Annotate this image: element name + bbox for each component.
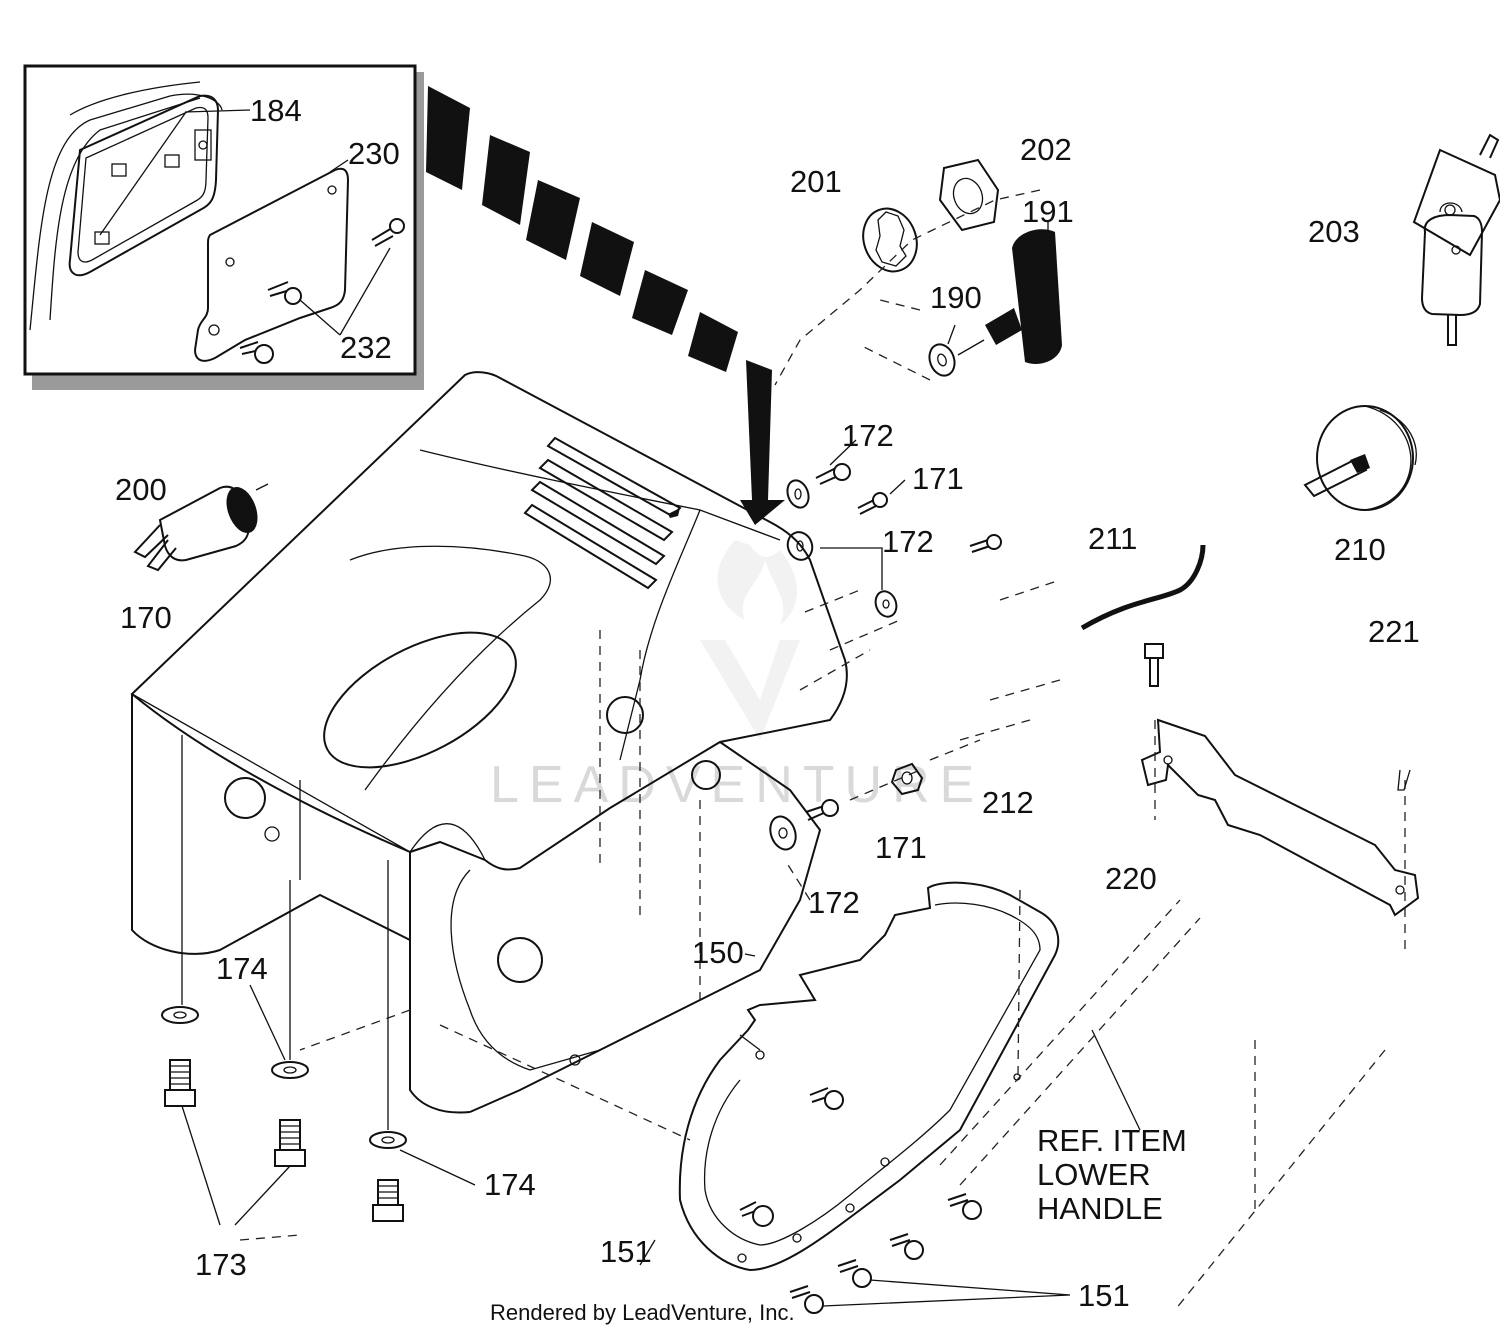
key-icon — [1412, 133, 1500, 257]
part-label-221: 221 — [1368, 614, 1420, 649]
reference-note: REF. ITEM LOWER HANDLE — [1037, 1123, 1187, 1226]
part-label-170: 170 — [120, 600, 172, 635]
bracket-220 — [1140, 718, 1420, 950]
part-label-200: 200 — [115, 472, 167, 507]
screw-icon — [789, 1285, 824, 1314]
watermark-logo — [700, 540, 800, 740]
screw-icon — [239, 341, 274, 364]
key-icon — [1420, 202, 1484, 346]
bolt-icon — [164, 1059, 196, 1107]
part-label-171-top: 171 — [912, 461, 964, 496]
screw-icon — [837, 1259, 872, 1288]
part-label-202: 202 — [1020, 132, 1072, 167]
part-label-172-mid: 172 — [882, 524, 934, 559]
screw-icon — [889, 1233, 924, 1260]
part-label-190: 190 — [930, 280, 982, 315]
bolt-icon — [372, 1179, 404, 1222]
part-label-211: 211 — [1088, 521, 1137, 556]
bolt-icon — [274, 1119, 306, 1167]
inset-panel — [23, 64, 424, 390]
part-label-212: 212 — [982, 785, 1034, 820]
lock-washer-201 — [862, 207, 918, 273]
screw-icon — [969, 534, 1002, 553]
part-label-174-left: 174 — [216, 951, 268, 986]
reference-note-line1: REF. ITEM — [1037, 1123, 1187, 1158]
switch-200 — [133, 483, 269, 572]
part-label-220: 220 — [1105, 861, 1157, 896]
part-label-201: 201 — [790, 164, 842, 199]
screw-icon — [857, 492, 888, 515]
main-housing — [130, 371, 848, 1141]
part-label-171-bottom: 171 — [875, 830, 927, 865]
screw-icon — [947, 1193, 982, 1220]
part-label-230: 230 — [348, 136, 400, 171]
screw-icon — [739, 1201, 774, 1227]
primer-210 — [1303, 405, 1417, 511]
part-label-151-left: 151 — [600, 1234, 652, 1269]
screw-icon — [371, 218, 405, 247]
washer-icon — [874, 590, 898, 618]
belt-cover-150 — [678, 881, 1060, 1272]
part-label-203: 203 — [1308, 214, 1360, 249]
part-label-184: 184 — [250, 93, 302, 128]
screw-icon — [809, 1087, 844, 1110]
part-label-191: 191 — [1022, 194, 1074, 229]
callout-arrow — [426, 86, 785, 525]
washer-icon — [786, 531, 814, 561]
part-label-210: 210 — [1334, 532, 1386, 567]
vent-slots — [523, 436, 682, 590]
washer-icon — [769, 815, 797, 851]
part-label-150: 150 — [692, 935, 744, 970]
part-label-151-right: 151 — [1078, 1278, 1130, 1313]
part-label-172-bottom: 172 — [808, 885, 860, 920]
part-label-172-top: 172 — [842, 418, 894, 453]
wire-211 — [1080, 544, 1206, 631]
part-label-174-right: 174 — [484, 1167, 536, 1202]
screw-icon — [815, 463, 851, 485]
part-label-232: 232 — [340, 330, 392, 365]
knob-191 — [985, 220, 1062, 365]
washer-icon — [786, 479, 810, 509]
screw-icon — [805, 799, 839, 821]
reference-note-line3: HANDLE — [1037, 1191, 1163, 1226]
part-label-173: 173 — [195, 1247, 247, 1282]
hex-nut-202 — [938, 158, 1000, 232]
reference-note-line2: LOWER — [1037, 1157, 1151, 1192]
bolt-icon — [1144, 643, 1164, 687]
screw-icon — [267, 281, 302, 305]
footer-credit: Rendered by LeadVenture, Inc. — [490, 1300, 795, 1325]
bolt-group-left — [161, 860, 476, 1241]
washer-190 — [928, 324, 985, 377]
